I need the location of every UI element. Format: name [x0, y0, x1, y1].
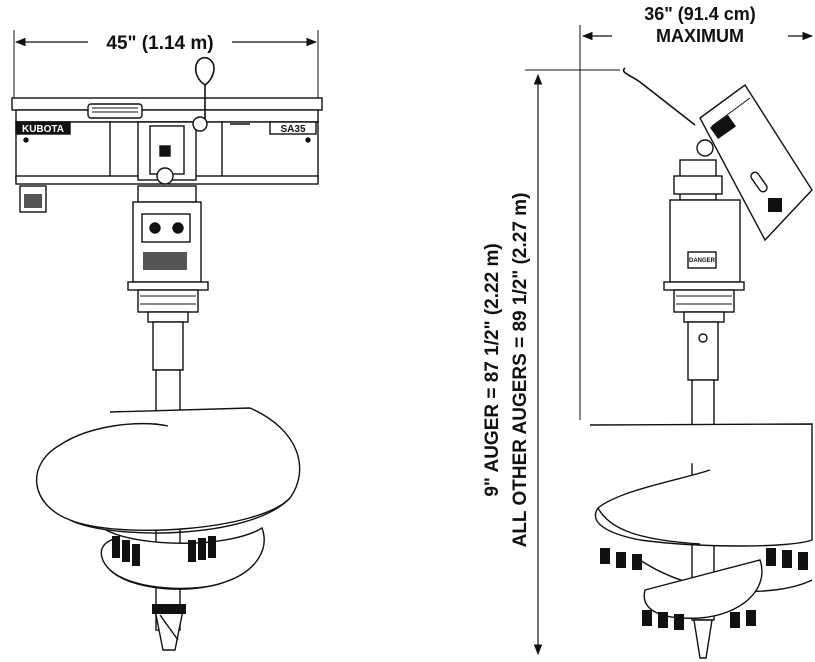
max-reach-label: 36" (91.4 cm) [644, 4, 756, 24]
auger-flighting-side [589, 423, 813, 659]
gearbox [127, 185, 209, 323]
gearbox-side: DANGER [663, 159, 745, 323]
width-label: 45" (1.14 m) [106, 33, 213, 54]
side-view: 36" (91.4 cm) MAXIMUM DANGER [579, 4, 814, 659]
max-reach-sub: MAXIMUM [656, 26, 744, 46]
brand-decal: KUBOTA [22, 124, 64, 135]
height-label-other: ALL OTHER AUGERS = 89 1/2" (2.27 m) [510, 193, 531, 548]
front-view: 45" (1.14 m) KUBOTA SA35 [11, 30, 323, 651]
auger-flighting [36, 407, 301, 651]
step-grip [87, 103, 143, 119]
height-label-9in: 9" AUGER = 87 1/2" (2.22 m) [482, 243, 503, 496]
mounting-frame: KUBOTA SA35 [11, 57, 323, 213]
height-dimension: 9" AUGER = 87 1/2" (2.22 m) ALL OTHER AU… [482, 69, 620, 656]
max-reach-dimension: 36" (91.4 cm) MAXIMUM [579, 4, 814, 420]
width-dimension: 45" (1.14 m) [13, 30, 319, 105]
model-decal: SA35 [280, 124, 305, 135]
danger-decal: DANGER [689, 258, 716, 264]
mounting-plate-side [622, 67, 813, 242]
